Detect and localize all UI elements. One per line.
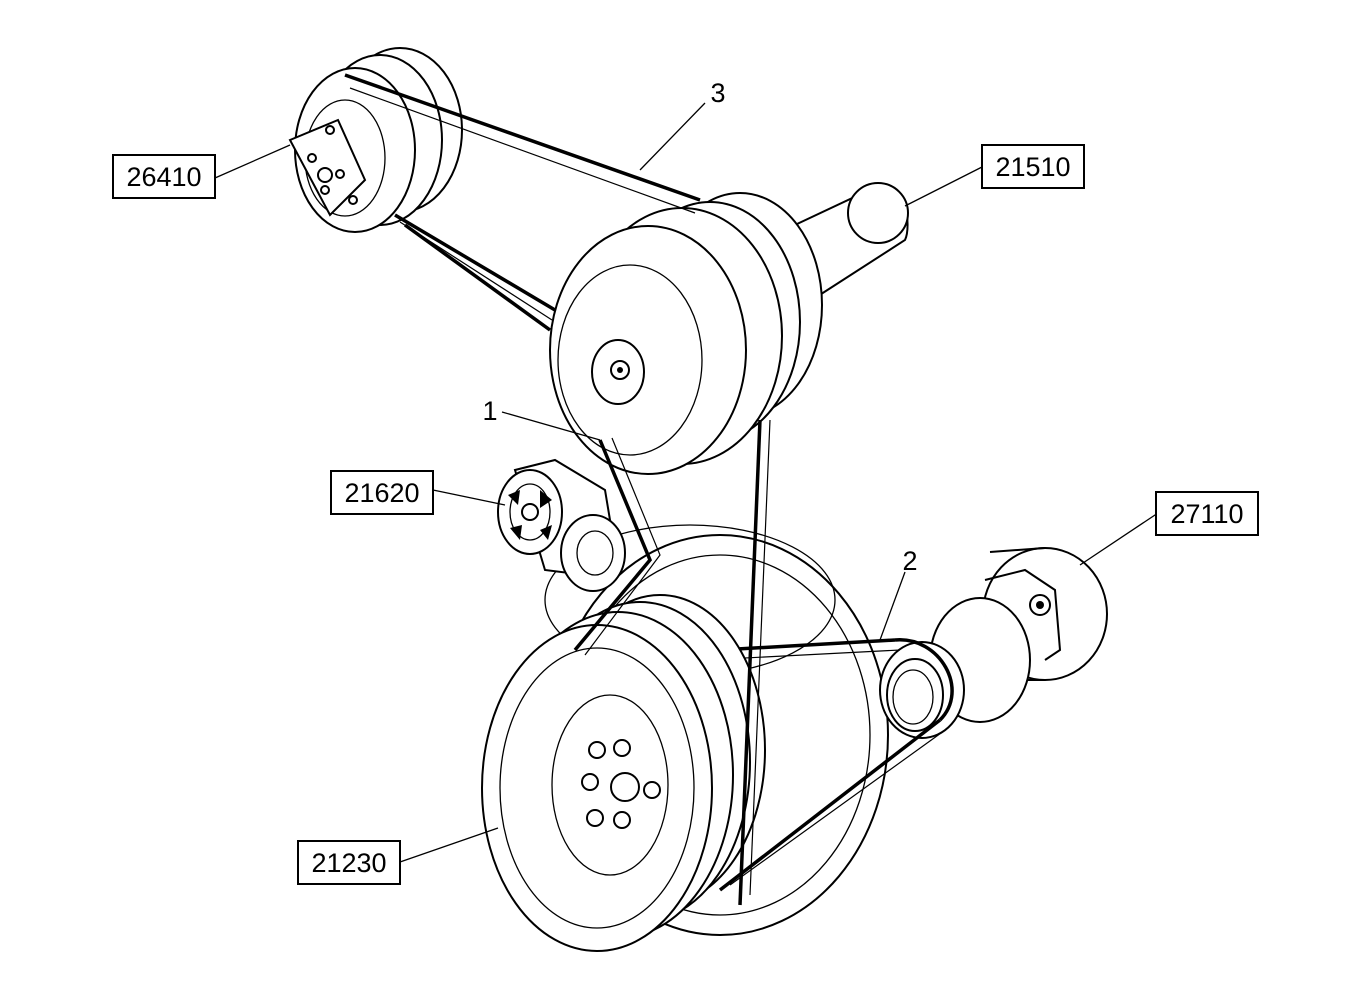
tensioner bbox=[497, 458, 626, 592]
belt-label-3: 3 bbox=[710, 78, 725, 108]
callout-21510: 21510 bbox=[981, 144, 1085, 189]
svg-text:21510: 21510 bbox=[995, 152, 1070, 182]
svg-text:21230: 21230 bbox=[311, 848, 386, 878]
belt-label-1: 1 bbox=[482, 396, 497, 426]
svg-text:21620: 21620 bbox=[344, 478, 419, 508]
crank-pulley bbox=[481, 594, 766, 952]
compressor-pulley bbox=[288, 47, 463, 233]
belt-1 bbox=[573, 419, 771, 906]
callout-21230: 21230 bbox=[297, 840, 401, 885]
callout-26410: 26410 bbox=[112, 154, 216, 199]
svg-text:27110: 27110 bbox=[1170, 499, 1243, 529]
callout-27110: 27110 bbox=[1155, 491, 1259, 536]
svg-text:26410: 26410 bbox=[126, 162, 201, 192]
callout-21620: 21620 bbox=[330, 470, 434, 515]
belt-label-2: 2 bbox=[902, 546, 917, 576]
alternator bbox=[549, 182, 909, 475]
leader-lines bbox=[214, 102, 1159, 863]
belt-3 bbox=[344, 73, 701, 332]
